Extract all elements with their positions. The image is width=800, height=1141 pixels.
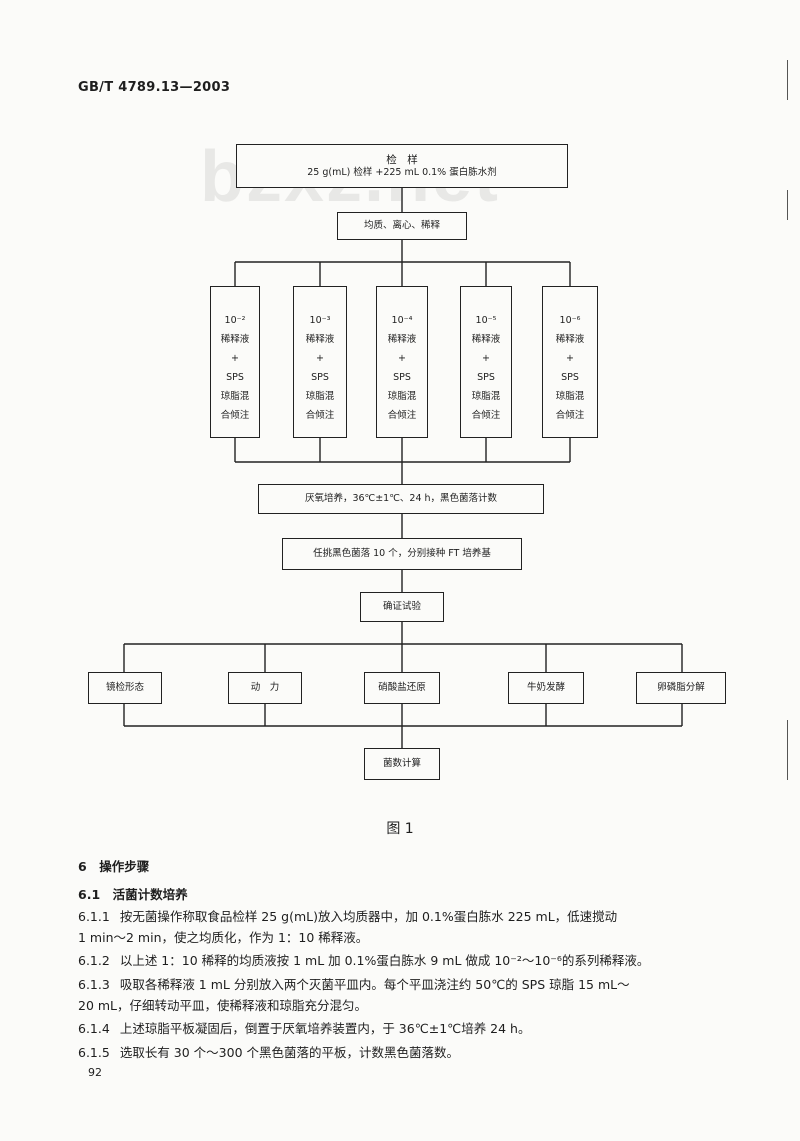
dilution-line: 合倾注 <box>305 410 335 421</box>
dilution-line: 稀释液 <box>471 334 501 345</box>
dilution-line: 稀释液 <box>387 334 417 345</box>
dilution-line: + <box>482 353 490 364</box>
paragraph-6-1-5: 6.1.5 选取长有 30 个～300 个黑色菌落的平板，计数黑色菌落数。 <box>78 1042 728 1063</box>
count-label: 菌数计算 <box>382 757 421 769</box>
dilution-box: 10⁻⁴ 稀释液 + SPS 琼脂混 合倾注 <box>376 286 428 438</box>
scan-edge-mark <box>787 720 788 780</box>
dilution-line: 琼脂混 <box>387 391 417 402</box>
figure-caption: 图 1 <box>386 821 414 837</box>
dilution-exponent: 10⁻⁵ <box>475 315 497 326</box>
paragraph-6-1-4: 6.1.4 上述琼脂平板凝固后，倒置于厌氧培养装置内，于 36℃±1℃培养 24 … <box>78 1018 728 1039</box>
pick-colonies-box: 任挑黑色菌落 10 个，分别接种 FT 培养基 <box>282 538 522 570</box>
paragraph-6-1-2: 6.1.2 以上述 1：10 稀释的均质液按 1 mL 加 0.1%蛋白胨水 9 … <box>78 950 728 971</box>
section-heading: 6 操作步骤 <box>78 859 150 874</box>
standard-number: GB/T 4789.13—2003 <box>78 80 231 95</box>
dilution-line: 琼脂混 <box>555 391 585 402</box>
test-box-motility: 动 力 <box>228 672 302 704</box>
dilution-exponent: 10⁻⁶ <box>559 315 581 326</box>
dilution-line: 稀释液 <box>305 334 335 345</box>
dilution-line: + <box>231 353 239 364</box>
incubation-box: 厌氧培养，36℃±1℃、24 h，黑色菌落计数 <box>258 484 544 514</box>
test-box-milk-fermentation: 牛奶发酵 <box>508 672 584 704</box>
subsection-heading: 6.1 活菌计数培养 <box>78 887 188 902</box>
clause-number: 6.1.3 <box>78 977 110 992</box>
paragraph-line: 上述琼脂平板凝固后，倒置于厌氧培养装置内，于 36℃±1℃培养 24 h。 <box>119 1021 531 1036</box>
homogenize-label: 均质、离心、稀释 <box>363 219 440 231</box>
dilution-line: 稀释液 <box>555 334 585 345</box>
dilution-line: 琼脂混 <box>471 391 501 402</box>
paragraph-line: 选取长有 30 个～300 个黑色菌落的平板，计数黑色菌落数。 <box>119 1045 459 1060</box>
clause-number: 6.1.5 <box>78 1045 110 1060</box>
paragraph-6-1-1: 6.1.1 按无菌操作称取食品检样 25 g(mL)放入均质器中，加 0.1%蛋白… <box>78 906 728 948</box>
dilution-line: + <box>566 353 574 364</box>
clause-number: 6.1.1 <box>78 909 110 924</box>
dilution-line: 稀释液 <box>220 334 250 345</box>
confirmation-test-label: 确证试验 <box>382 600 421 612</box>
dilution-line: 琼脂混 <box>220 391 250 402</box>
scan-edge-mark <box>787 190 788 220</box>
test-label: 动 力 <box>250 681 280 693</box>
test-label: 牛奶发酵 <box>526 681 565 693</box>
paragraph-line: 按无菌操作称取食品检样 25 g(mL)放入均质器中，加 0.1%蛋白胨水 22… <box>119 909 618 924</box>
dilution-exponent: 10⁻³ <box>309 315 331 326</box>
clause-number: 6.1.4 <box>78 1021 110 1036</box>
test-label: 硝酸盐还原 <box>378 681 426 693</box>
dilution-line: 合倾注 <box>555 410 585 421</box>
paragraph-line: 吸取各稀释液 1 mL 分别放入两个灭菌平皿内。每个平皿浇注约 50℃的 SPS… <box>119 977 630 992</box>
paragraph-line: 1 min～2 min，使之均质化，作为 1：10 稀释液。 <box>78 930 369 945</box>
dilution-exponent: 10⁻⁴ <box>391 315 413 326</box>
confirmation-test-box: 确证试验 <box>360 592 444 622</box>
test-box-lecithinase: 卵磷脂分解 <box>636 672 726 704</box>
page-number: 92 <box>88 1066 102 1079</box>
pick-colonies-label: 任挑黑色菌落 10 个，分别接种 FT 培养基 <box>313 547 491 559</box>
dilution-box: 10⁻² 稀释液 + SPS 琼脂混 合倾注 <box>210 286 260 438</box>
scan-edge-mark <box>787 60 788 100</box>
paragraph-line: 以上述 1：10 稀释的均质液按 1 mL 加 0.1%蛋白胨水 9 mL 做成… <box>119 953 650 968</box>
dilution-line: SPS <box>477 372 495 383</box>
dilution-line: 合倾注 <box>387 410 417 421</box>
dilution-line: SPS <box>393 372 411 383</box>
dilution-line: 琼脂混 <box>305 391 335 402</box>
dilution-exponent: 10⁻² <box>224 315 246 326</box>
count-box: 菌数计算 <box>364 748 440 780</box>
test-label: 卵磷脂分解 <box>657 681 705 693</box>
paragraph-line: 20 mL，仔细转动平皿，使稀释液和琼脂充分混匀。 <box>78 998 368 1013</box>
dilution-box: 10⁻⁶ 稀释液 + SPS 琼脂混 合倾注 <box>542 286 598 438</box>
dilution-line: SPS <box>311 372 329 383</box>
test-label: 镜检形态 <box>105 681 144 693</box>
dilution-box: 10⁻³ 稀释液 + SPS 琼脂混 合倾注 <box>293 286 347 438</box>
test-box-nitrate: 硝酸盐还原 <box>364 672 440 704</box>
homogenize-box: 均质、离心、稀释 <box>337 212 467 240</box>
dilution-line: 合倾注 <box>471 410 501 421</box>
dilution-line: SPS <box>226 372 244 383</box>
sample-description: 25 g(mL) 检样 +225 mL 0.1% 蛋白胨水剂 <box>307 166 497 178</box>
sample-box: 检 样 25 g(mL) 检样 +225 mL 0.1% 蛋白胨水剂 <box>236 144 568 188</box>
test-box-microscopy: 镜检形态 <box>88 672 162 704</box>
sample-title: 检 样 <box>386 153 418 166</box>
dilution-line: 合倾注 <box>220 410 250 421</box>
clause-number: 6.1.2 <box>78 953 110 968</box>
incubation-label: 厌氧培养，36℃±1℃、24 h，黑色菌落计数 <box>304 492 498 504</box>
dilution-line: + <box>316 353 324 364</box>
dilution-box: 10⁻⁵ 稀释液 + SPS 琼脂混 合倾注 <box>460 286 512 438</box>
dilution-line: SPS <box>561 372 579 383</box>
dilution-line: + <box>398 353 406 364</box>
paragraph-6-1-3: 6.1.3 吸取各稀释液 1 mL 分别放入两个灭菌平皿内。每个平皿浇注约 50℃… <box>78 974 728 1016</box>
